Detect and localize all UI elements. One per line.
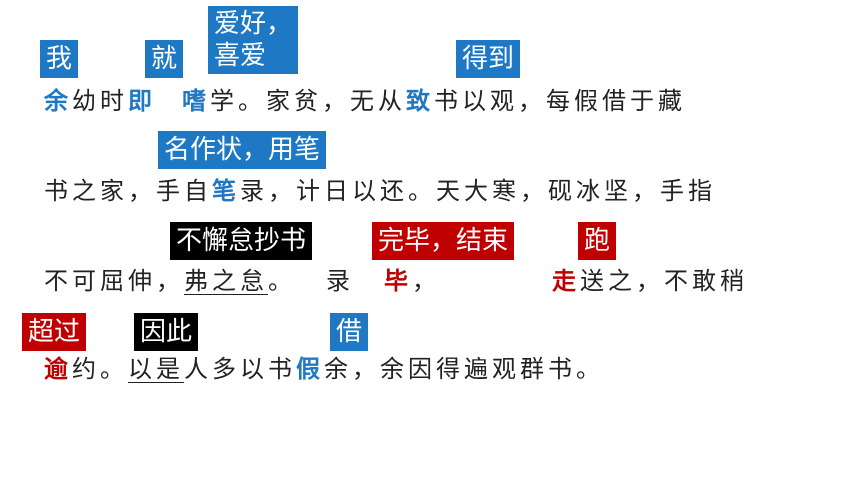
text-segment: 幼时: [72, 87, 128, 115]
annotation-wo: 我: [40, 40, 79, 78]
annotation-jiu-text: 就: [151, 44, 178, 74]
text-segment: 录: [326, 267, 354, 295]
annotation-zhi-text: 得到: [462, 44, 515, 74]
text-segment: ，: [412, 267, 440, 295]
text-segment: 不可屈伸，: [44, 267, 184, 295]
annotation-jia-text: 借: [336, 317, 363, 347]
annotation-fuzhidai-text: 不懈怠抄书: [176, 226, 307, 256]
annotation-jiu: 就: [145, 40, 184, 78]
text-segment: 书以观，每假借于藏: [434, 87, 686, 115]
word-jia: 假: [296, 354, 324, 383]
annotation-fuzhidai: 不懈怠抄书: [170, 222, 313, 260]
annotation-shi-line1: 爱好，: [214, 9, 293, 39]
word-bi: 笔: [212, 176, 240, 205]
annotation-bi-note-text: 名作状，用笔: [164, 135, 321, 165]
text-segment: 。: [268, 267, 296, 295]
text-segment: 书之家，手自: [44, 177, 212, 205]
annotation-bi-finish-text: 完毕，结束: [378, 226, 509, 256]
text-segment: 送之，不敢稍: [580, 267, 748, 295]
annotation-zou-text: 跑: [584, 226, 611, 256]
annotation-yishi-text: 因此: [140, 317, 193, 347]
word-yu-exceed: 逾: [44, 354, 72, 383]
word-shi: 嗜: [182, 86, 210, 115]
annotation-yu-text: 超过: [28, 317, 81, 347]
annotation-yishi: 因此: [134, 313, 199, 351]
text-segment: 录，计日以还。天大寒，砚冰坚，手指: [240, 177, 716, 205]
annotation-bi-finish: 完毕，结束: [372, 222, 515, 260]
word-zou: 走: [552, 266, 580, 295]
annotation-zhi: 得到: [456, 40, 521, 78]
word-ji: 即: [128, 86, 156, 115]
text-segment: 人多以书: [184, 355, 296, 383]
annotation-zou: 跑: [578, 222, 617, 260]
text-segment: 约。: [72, 355, 128, 383]
text-line-2: 书之家，手自笔录，计日以还。天大寒，砚冰坚，手指: [44, 176, 716, 206]
word-zhi: 致: [406, 86, 434, 115]
text-line-1: 余幼时即嗜学。家贫，无从致书以观，每假借于藏: [44, 86, 686, 116]
word-yu: 余: [44, 86, 72, 115]
annotation-shi-line2: 喜爱: [214, 41, 267, 71]
annotation-wo-text: 我: [46, 44, 73, 74]
phrase-yishi: 以是: [128, 355, 184, 383]
annotation-bi-note: 名作状，用笔: [158, 131, 327, 169]
text-segment: 余，余因得遍观群书。: [324, 355, 604, 383]
text-segment: 学。家贫，无从: [210, 87, 406, 115]
text-line-4: 逾约。以是人多以书假余，余因得遍观群书。: [44, 354, 604, 384]
word-bi-finish: 毕: [384, 266, 412, 295]
phrase-fuzhidai: 弗之怠: [184, 267, 268, 295]
annotation-shi: 爱好， 喜爱: [208, 6, 299, 74]
annotation-jia: 借: [330, 313, 369, 351]
annotation-yu: 超过: [22, 313, 87, 351]
text-line-3: 不可屈伸，弗之怠。 录 毕， 走送之，不敢稍: [44, 266, 748, 296]
